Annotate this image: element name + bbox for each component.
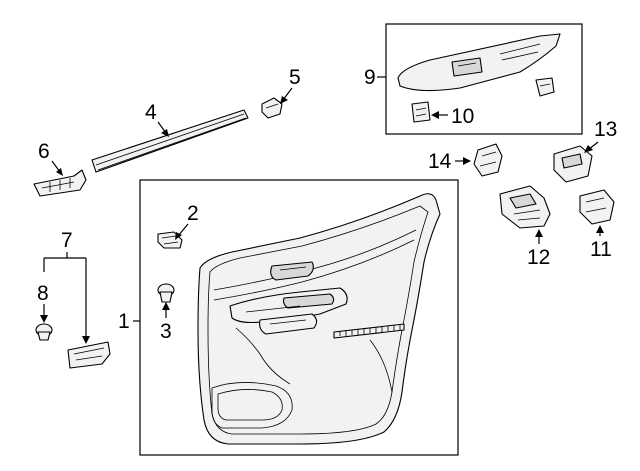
door-panel-frame [139,179,459,456]
callout-3: 3 [160,302,172,343]
callout-2: 2 [175,202,199,240]
callout-11: 11 [590,225,612,261]
callout-5: 5 [280,66,301,104]
svg-text:13: 13 [594,118,617,141]
svg-text:4: 4 [145,101,157,124]
part-4-belt-molding [91,109,249,173]
part-14-switch [473,143,503,177]
part-11-switch [579,189,615,225]
svg-text:10: 10 [451,105,474,128]
svg-text:9: 9 [364,66,376,89]
svg-text:11: 11 [590,238,612,261]
callout-4: 4 [145,101,169,137]
callout-9: 9 [364,66,386,89]
svg-text:2: 2 [187,202,199,225]
callout-8: 8 [37,282,49,323]
svg-text:1: 1 [118,310,130,333]
callout-12: 12 [527,229,550,269]
part-7-handle-cover [67,341,111,369]
door-trim-panel [197,193,441,445]
part-13-switch [553,145,593,183]
svg-text:6: 6 [38,140,50,163]
svg-text:3: 3 [160,320,172,343]
part-8-fastener [35,323,53,341]
speaker-grille [333,323,405,339]
callout-13: 13 [584,118,617,153]
svg-text:14: 14 [428,150,452,173]
callout-6: 6 [38,140,63,176]
svg-text:7: 7 [61,229,73,252]
part-5-clip [261,97,283,119]
part-9-switch-base [397,33,561,92]
part-10-retainer [411,101,431,123]
part-6-bracket [33,169,87,197]
callout-10: 10 [431,105,474,128]
switch-base-frame [385,23,583,135]
callout-14: 14 [428,150,471,173]
svg-text:5: 5 [289,66,301,89]
part-3-push-clip [157,283,175,303]
callout-7: 7 [43,229,90,344]
svg-text:12: 12 [527,246,550,269]
svg-text:8: 8 [37,282,49,305]
callout-1: 1 [118,310,140,333]
part-9-clip [535,77,555,97]
part-12-switch-assembly [499,185,551,229]
